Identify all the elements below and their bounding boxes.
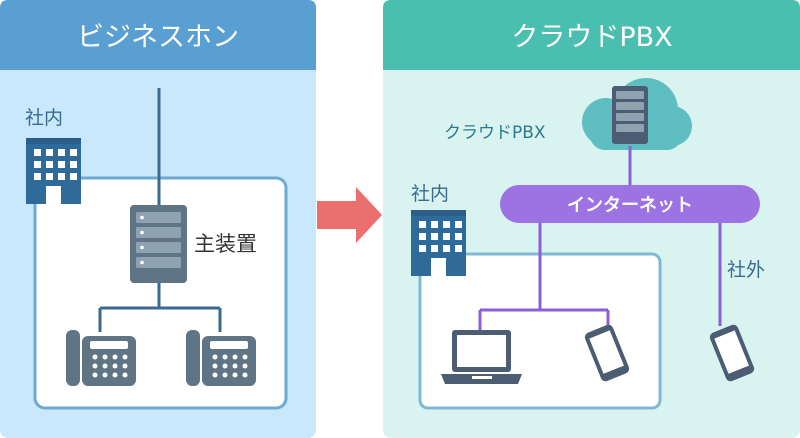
left-office-label: 社内 bbox=[25, 107, 63, 129]
left-panel-title: ビジネスホン bbox=[77, 22, 239, 53]
building-icon bbox=[411, 210, 466, 276]
smartphone-icon bbox=[584, 324, 630, 382]
right-office-label: 社内 bbox=[411, 183, 449, 205]
main-unit-label: 主装置 bbox=[194, 232, 257, 256]
right-arrow-icon bbox=[317, 187, 382, 243]
right-panel-header bbox=[383, 0, 800, 70]
desk-phone-icon bbox=[66, 330, 136, 386]
smartphone-icon bbox=[709, 324, 755, 382]
business-phone-panel: ビジネスホン 社内 bbox=[0, 0, 316, 438]
laptop-icon bbox=[441, 330, 522, 384]
left-wiring bbox=[98, 88, 222, 332]
building-icon bbox=[26, 138, 81, 204]
cloud-pbx-panel: クラウドPBX クラウドPBX 社内 bbox=[383, 0, 800, 438]
server-rack-icon bbox=[130, 205, 187, 283]
desk-phone-icon bbox=[186, 330, 256, 386]
right-panel-title: クラウドPBX bbox=[511, 22, 672, 53]
right-wiring bbox=[478, 146, 722, 332]
cloud-pbx-label: クラウドPBX bbox=[444, 123, 546, 143]
internet-label: インターネット bbox=[567, 195, 693, 216]
outside-label: 社外 bbox=[727, 259, 765, 281]
cloud-server-icon bbox=[582, 78, 692, 150]
internet-pill: インターネット bbox=[500, 185, 760, 223]
left-panel-header bbox=[0, 0, 316, 70]
